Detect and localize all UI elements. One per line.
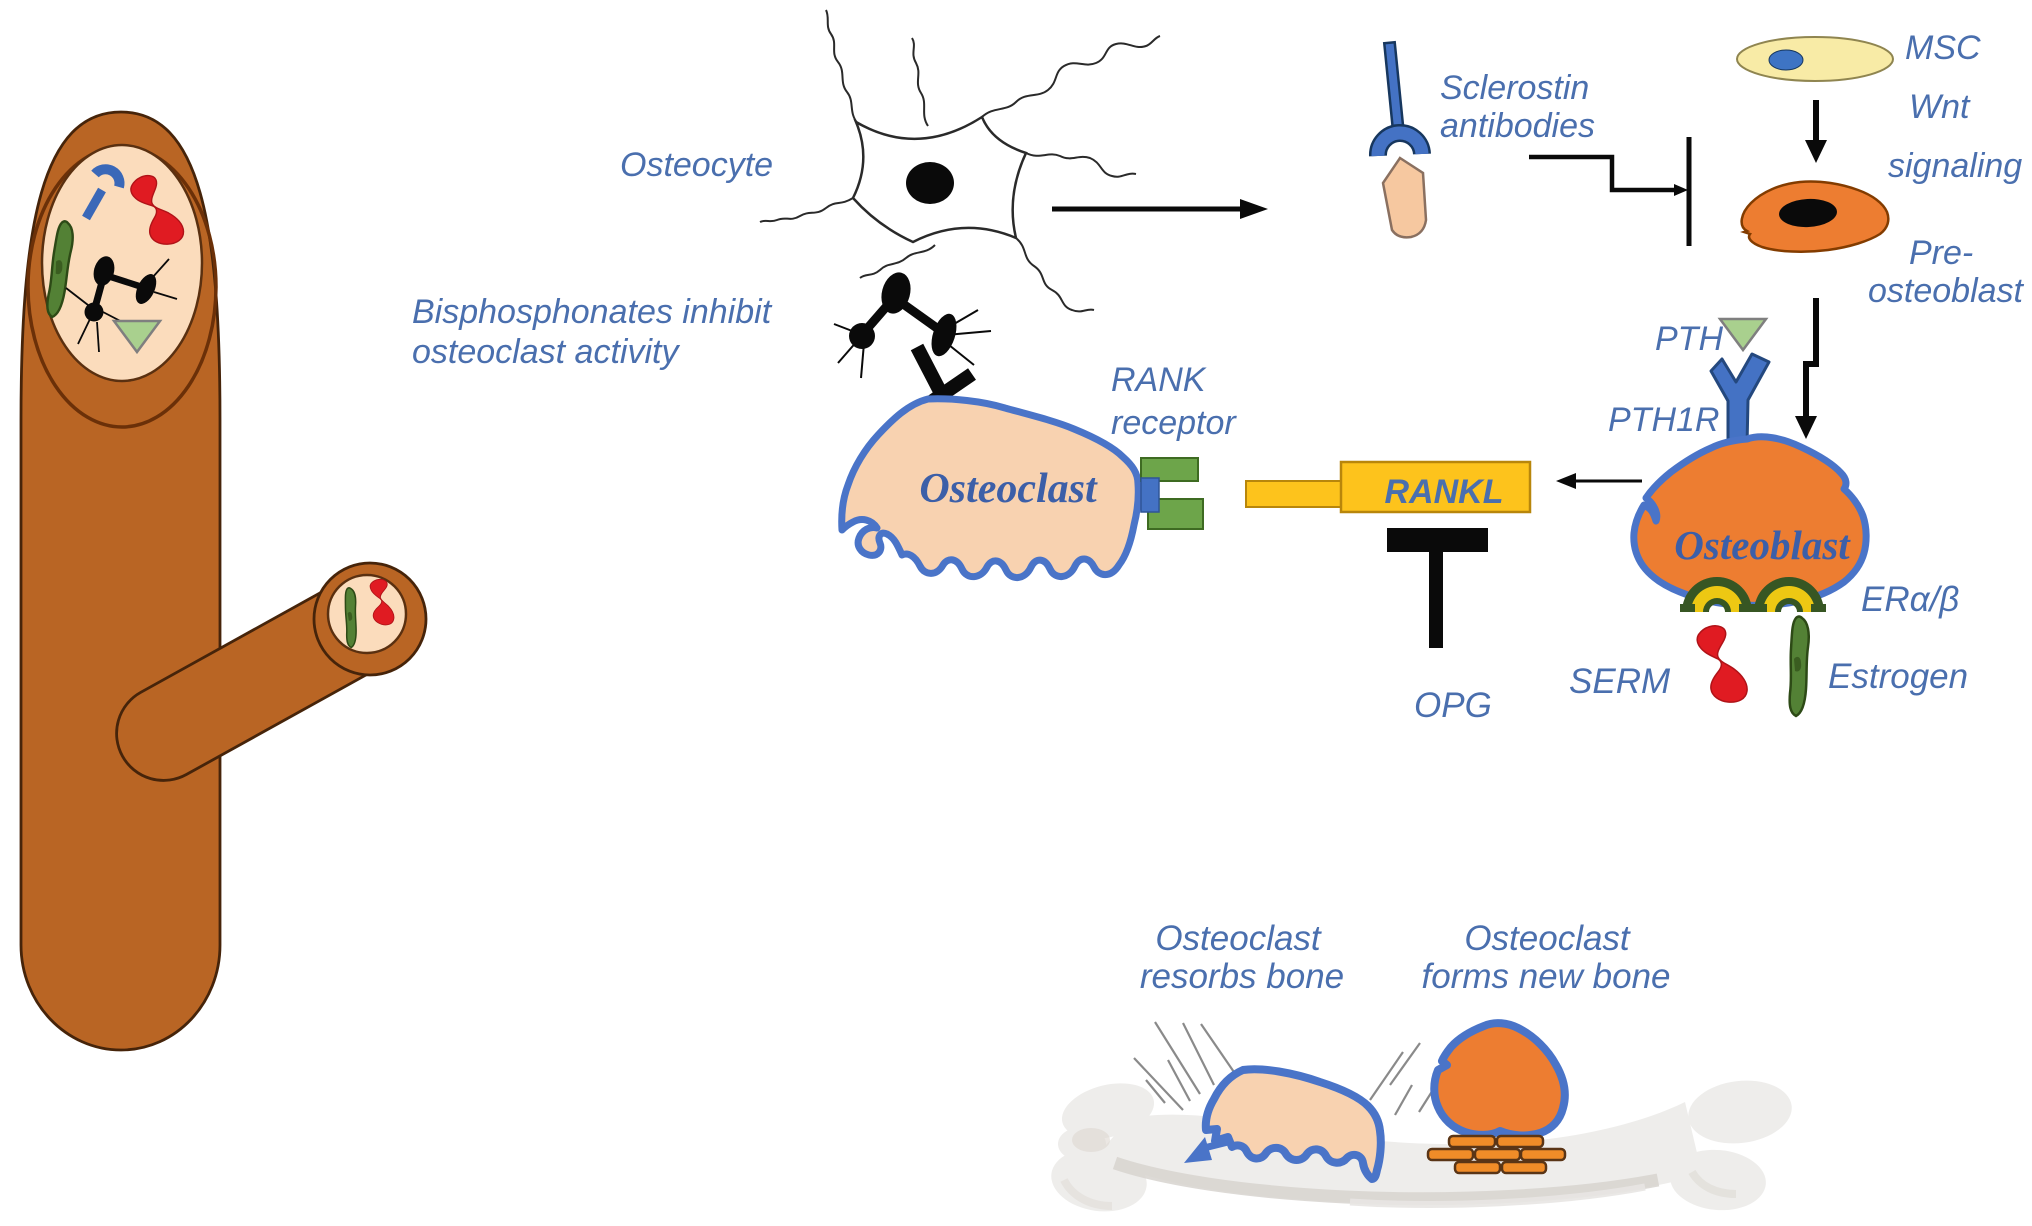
svg-text:osteoclast activity: osteoclast activity [412,333,680,371]
svg-text:RANKL: RANKL [1385,473,1504,511]
svg-text:MSC: MSC [1905,29,1981,67]
svg-text:OPG: OPG [1414,686,1492,725]
svg-text:Osteoclast: Osteoclast [919,466,1098,512]
svg-text:Osteoclast: Osteoclast [1464,919,1631,958]
svg-text:resorbs bone: resorbs bone [1140,957,1344,996]
svg-text:osteoblast: osteoblast [1868,272,2025,310]
svg-text:Bisphosphonates inhibit: Bisphosphonates inhibit [412,293,773,331]
svg-text:RANK: RANK [1111,361,1207,399]
svg-text:Wnt: Wnt [1909,88,1971,126]
svg-text:receptor: receptor [1111,404,1237,442]
svg-text:signaling: signaling [1888,147,2022,185]
svg-text:Osteoblast: Osteoblast [1674,522,1851,568]
svg-text:Osteoclast: Osteoclast [1155,919,1322,958]
svg-text:antibodies: antibodies [1440,107,1595,145]
svg-text:PTH: PTH [1655,320,1723,358]
svg-text:PTH1R: PTH1R [1608,401,1719,439]
svg-text:forms new bone: forms new bone [1421,957,1670,996]
svg-text:Sclerostin: Sclerostin [1440,69,1589,107]
svg-text:ERα/β: ERα/β [1861,580,1959,619]
svg-text:Osteocyte: Osteocyte [620,146,773,184]
svg-text:Estrogen: Estrogen [1828,657,1968,696]
svg-text:SERM: SERM [1569,662,1671,701]
svg-text:Pre-: Pre- [1909,234,1973,272]
